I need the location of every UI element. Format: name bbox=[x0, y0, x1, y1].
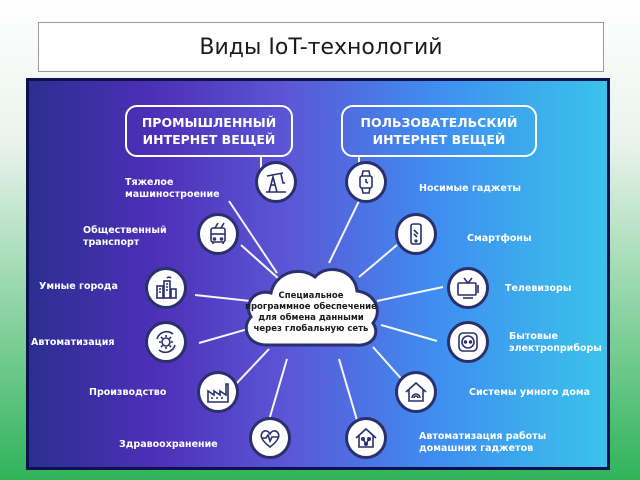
label-smartphones-line1: Смартфоны bbox=[467, 233, 532, 244]
label-home-automation-line1: Автоматизация работы bbox=[419, 431, 547, 442]
factory-icon bbox=[197, 371, 239, 413]
label-appliances: Бытовые электроприборы bbox=[509, 331, 602, 355]
smartphone-icon bbox=[395, 213, 437, 255]
connector-production bbox=[234, 348, 270, 386]
label-production-line1: Производство bbox=[89, 387, 167, 398]
label-heavy-industry-line1: Тяжелое bbox=[125, 177, 174, 188]
cloud-text-line2: программное обеспечение bbox=[245, 302, 377, 312]
label-smart-home-line1: Системы умного дома bbox=[469, 387, 591, 398]
cloud-text-line4: через глобальную сеть bbox=[253, 324, 369, 334]
city-buildings-icon bbox=[145, 267, 187, 309]
consumer-iot-header: ПОЛЬЗОВАТЕЛЬСКИЙ ИНТЕРНЕТ ВЕЩЕЙ bbox=[341, 105, 537, 157]
consumer-header-line1: ПОЛЬЗОВАТЕЛЬСКИЙ bbox=[360, 115, 518, 130]
label-appliances-line2: электроприборы bbox=[509, 343, 602, 354]
connector-wearables bbox=[328, 200, 360, 264]
industrial-header-line2: ИНТЕРНЕТ ВЕЩЕЙ bbox=[142, 132, 276, 147]
connector-appliances bbox=[380, 324, 438, 342]
home-network-icon bbox=[345, 417, 387, 459]
cloud-icon bbox=[244, 268, 379, 347]
smartwatch-icon bbox=[345, 161, 387, 203]
slide-title: Виды IoT-технологий bbox=[38, 22, 604, 72]
tv-icon bbox=[447, 267, 489, 309]
label-tv: Телевизоры bbox=[505, 283, 571, 295]
label-heavy-industry-line2: машиностроение bbox=[125, 189, 220, 200]
label-smart-cities-line1: Умные города bbox=[39, 281, 118, 292]
connector-healthcare bbox=[266, 358, 288, 428]
cloud-text-line3: для обмена данными bbox=[258, 313, 364, 323]
connector-smartphones bbox=[358, 244, 398, 278]
label-healthcare-line1: Здравоохранение bbox=[119, 439, 218, 450]
connector-transport bbox=[240, 244, 280, 280]
label-public-transport-line1: Общественный bbox=[83, 225, 167, 236]
industrial-iot-header: ПРОМЫШЛЕННЫЙ ИНТЕРНЕТ ВЕЩЕЙ bbox=[125, 105, 293, 157]
label-home-automation: Автоматизация работы домашних гаджетов bbox=[419, 431, 546, 455]
label-smart-home: Системы умного дома bbox=[469, 387, 590, 399]
label-home-automation-line2: домашних гаджетов bbox=[419, 443, 534, 454]
consumer-header-line2: ИНТЕРНЕТ ВЕЩЕЙ bbox=[372, 132, 506, 147]
label-smart-cities: Умные города bbox=[39, 281, 118, 293]
label-wearables-line1: Носимые гаджеты bbox=[419, 183, 521, 194]
label-public-transport: Общественный транспорт bbox=[83, 225, 167, 249]
label-appliances-line1: Бытовые bbox=[509, 331, 558, 342]
connector-heavy-industry bbox=[228, 200, 278, 274]
label-wearables: Носимые гаджеты bbox=[419, 183, 521, 195]
gear-cycle-icon bbox=[145, 321, 187, 363]
power-socket-icon bbox=[447, 321, 489, 363]
cloud-text-line1: Специальное bbox=[278, 291, 344, 301]
label-public-transport-line2: транспорт bbox=[83, 237, 140, 248]
iot-diagram-panel: ПРОМЫШЛЕННЫЙ ИНТЕРНЕТ ВЕЩЕЙ ПОЛЬЗОВАТЕЛЬ… bbox=[26, 78, 610, 470]
label-healthcare: Здравоохранение bbox=[119, 439, 218, 451]
label-production: Производство bbox=[89, 387, 166, 399]
slide-title-text: Виды IoT-технологий bbox=[199, 34, 443, 60]
industrial-header-line1: ПРОМЫШЛЕННЫЙ bbox=[141, 115, 277, 130]
oil-derrick-icon bbox=[255, 161, 297, 203]
heart-pulse-icon bbox=[249, 417, 291, 459]
connector-tv bbox=[376, 286, 444, 302]
connector-home-automation bbox=[338, 358, 360, 428]
label-automation: Автоматизация bbox=[31, 337, 114, 349]
label-tv-line1: Телевизоры bbox=[505, 283, 572, 294]
cloud-text: Специальное программное обеспечение для … bbox=[241, 291, 381, 335]
label-heavy-industry: Тяжелое машиностроение bbox=[125, 177, 220, 201]
trolleybus-icon bbox=[197, 213, 239, 255]
label-automation-line1: Автоматизация bbox=[31, 337, 115, 348]
smart-home-icon bbox=[395, 371, 437, 413]
label-smartphones: Смартфоны bbox=[467, 233, 532, 245]
